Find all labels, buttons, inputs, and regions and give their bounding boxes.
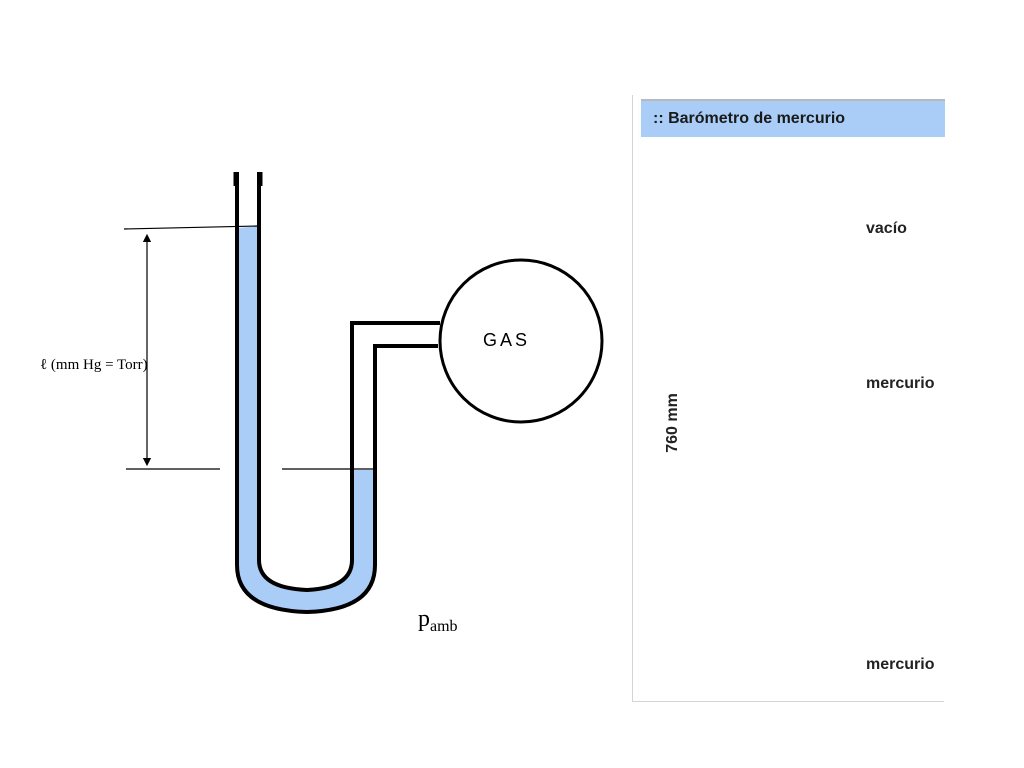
barometer-height-label: 760 mm (664, 393, 681, 453)
air-pressure-label-right-line1: presión (804, 472, 821, 528)
manometer-liquid (237, 226, 375, 612)
barometer-panel-title: :: Barómetro de mercurio (653, 110, 846, 127)
ambient-pressure-symbol: p (418, 606, 430, 632)
ambient-pressure-label: pamb (418, 606, 458, 636)
gas-bulb (438, 258, 604, 424)
gas-label: GAS (483, 330, 531, 350)
air-pressure-label-left-line2: del aire (733, 473, 750, 527)
height-label: ℓ (mm Hg = Torr) (40, 357, 148, 373)
vacuum-label: vacío (866, 220, 907, 237)
barometer-panel: :: Barómetro de mercurio (632, 95, 945, 702)
air-pressure-label-left-line1: presión (717, 472, 734, 528)
air-pressure-label-left: presión del aire (717, 472, 750, 528)
mercury-dish-label: mercurio (866, 656, 935, 673)
manometer-outer-wall (235, 172, 438, 615)
air-pressure-label-right-line2: del aire (820, 473, 837, 527)
mercury-column-label: mercurio (866, 375, 935, 392)
upper-level-line (123, 225, 259, 230)
manometer-inner-wall (257, 172, 440, 593)
air-pressure-label-right: presión del aire (804, 472, 837, 528)
barometer-panel-header: :: Barómetro de mercurio (641, 99, 945, 137)
ambient-pressure-subscript: amb (430, 618, 458, 635)
u-tube-manometer (123, 172, 604, 615)
